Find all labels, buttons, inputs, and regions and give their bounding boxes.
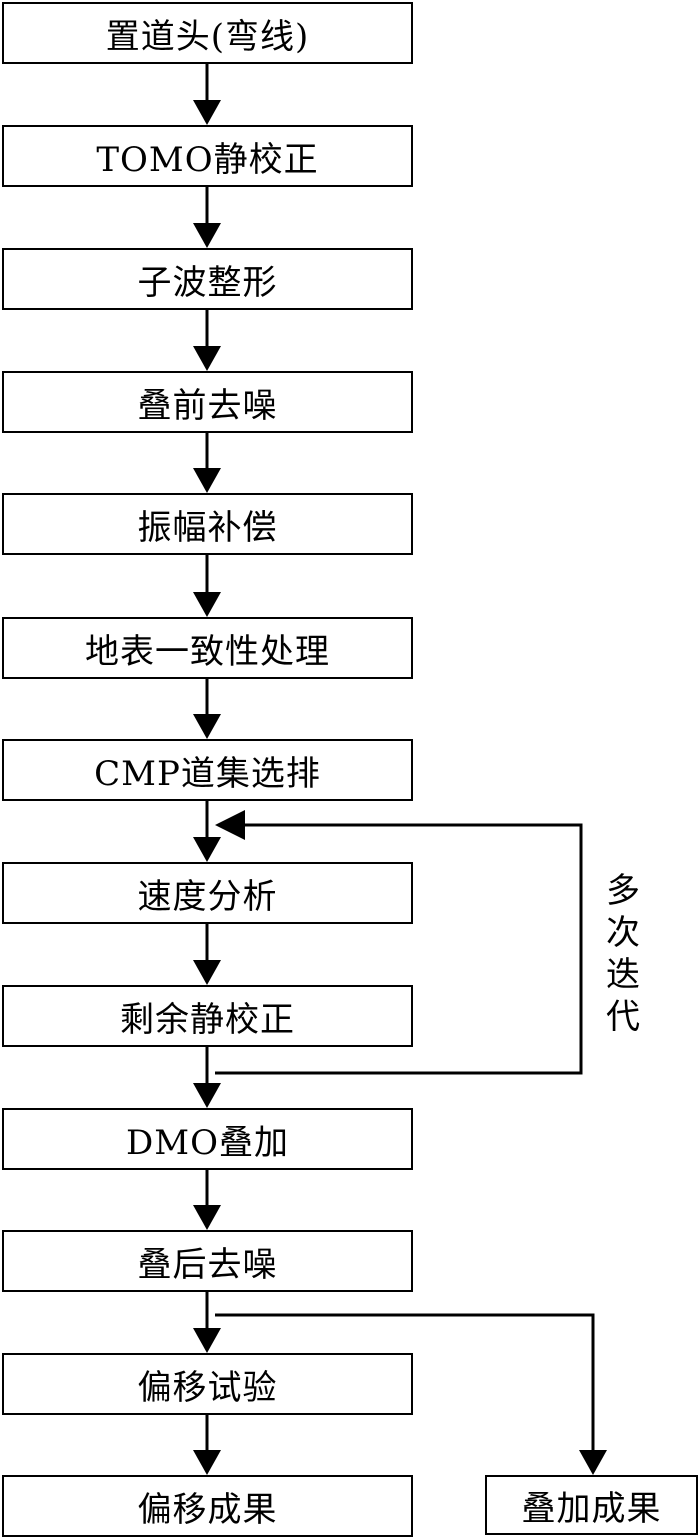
arrowhead xyxy=(193,100,221,125)
branch-line xyxy=(215,1313,595,1450)
step-wavelet-shaping: 子波整形 xyxy=(2,248,413,310)
arrowhead xyxy=(193,1450,221,1475)
step-prestack-denoise: 叠前去噪 xyxy=(2,371,413,433)
step-velocity-analysis: 速度分析 xyxy=(2,862,413,924)
step-migration-result: 偏移成果 xyxy=(2,1475,413,1537)
step-poststack-denoise: 叠后去噪 xyxy=(2,1230,413,1292)
arrowhead xyxy=(193,1328,221,1353)
arrowhead xyxy=(193,223,221,248)
arrowhead xyxy=(193,1083,221,1108)
step-cmp-gather-sort: CMP道集选排 xyxy=(2,739,413,801)
iteration-loop-line xyxy=(215,823,583,1075)
arrowhead xyxy=(193,592,221,617)
arrowhead xyxy=(193,468,221,493)
step-set-trace-headers: 置道头(弯线) xyxy=(2,2,413,64)
step-surface-consistent-processing: 地表一致性处理 xyxy=(2,617,413,679)
step-migration-test: 偏移试验 xyxy=(2,1353,413,1415)
arrowhead xyxy=(193,837,221,862)
step-stack-result: 叠加成果 xyxy=(485,1475,698,1535)
arrowhead xyxy=(193,1205,221,1230)
step-amplitude-compensation: 振幅补偿 xyxy=(2,493,413,555)
step-dmo-stack: DMO叠加 xyxy=(2,1108,413,1170)
arrowhead xyxy=(193,960,221,985)
step-tomo-statics: TOMO静校正 xyxy=(2,125,413,187)
arrowhead xyxy=(193,346,221,371)
arrowhead xyxy=(193,714,221,739)
step-residual-statics: 剩余静校正 xyxy=(2,985,413,1047)
loop-arrowhead xyxy=(215,810,245,840)
iteration-loop-label: 多次迭代 xyxy=(606,871,640,1037)
arrowhead xyxy=(579,1450,607,1475)
